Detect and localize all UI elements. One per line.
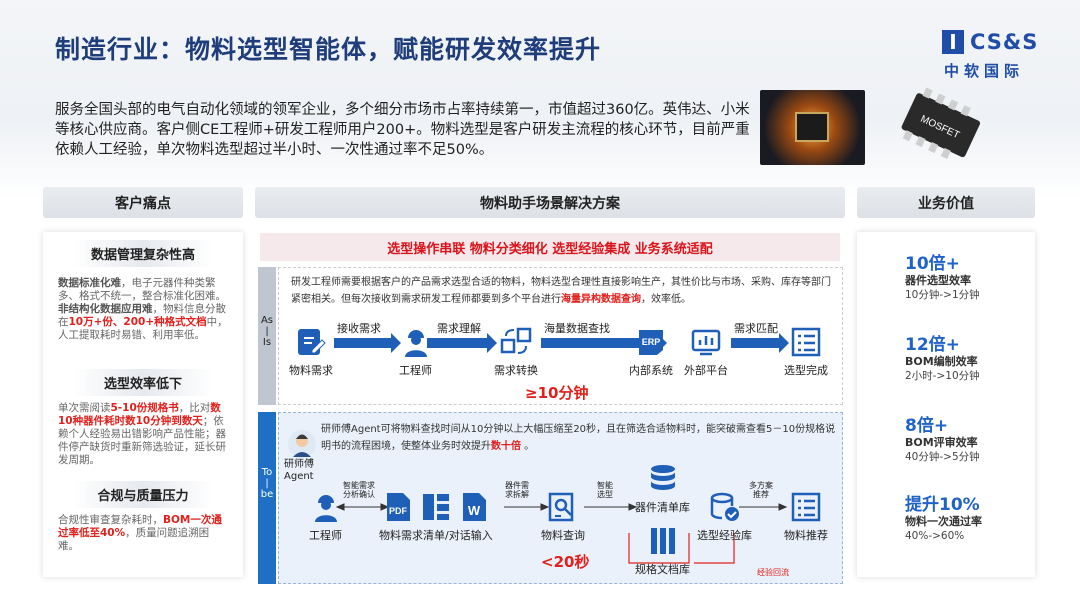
svg-text:PDF: PDF [389,506,408,516]
checklist-icon [791,327,821,357]
asis-node-convert: 需求转换 [494,326,538,378]
tobe-arrow-2: 器件需 求拆解 [505,481,529,499]
intro-text: 服务全国头部的电气自动化领域的领军企业，多个细分市场市占率持续第一，市值超过36… [55,102,750,158]
company-logo: I CS&S 中软国际 [942,30,1046,80]
asis-node-engineer: 工程师 [399,326,432,378]
asis-arrow-3: 海量数据查找 [544,322,610,335]
pain-header: 客户痛点 [43,187,243,218]
asis-time: ≥10分钟 [525,384,589,402]
svg-text:W: W [468,503,481,518]
engineer-icon [314,495,337,522]
chip-image [760,90,865,165]
tobe-arrow-1: 智能需求 分析确认 [343,481,375,499]
asis-arrow-4: 需求匹配 [734,322,778,335]
form-icon [422,494,449,520]
logo-en: CS&S [970,30,1039,54]
solution-banner: 选型操作串联 物料分类细化 选型经验集成 业务系统适配 [260,233,840,261]
library-icon [650,528,675,554]
convert-icon [500,327,532,354]
logo-cn: 中软国际 [944,62,1025,80]
asis-arrow-2: 需求理解 [437,322,481,335]
solution-panel: 选型操作串联 物料分类细化 选型经验集成 业务系统适配 As | Is To |… [255,230,845,585]
solution-header: 物料助手场景解决方案 [255,187,845,218]
agent-label: 研师傅 Agent [284,459,314,482]
tobe-node-recommend: 物料推荐 [784,491,828,543]
engineer-icon [404,330,427,357]
feedback-label: 经验回流 [757,568,789,577]
tobe-node-input: PDF W 物料需求清单/对话输入 [379,491,493,543]
logo-mark: I [942,30,964,54]
asis-section: 研发工程师需要根据客户的产品需求选型合适的物料，物料选型合理性直接影响生产，其性… [278,267,843,405]
database-check-icon [710,492,739,521]
value-item-3: 8倍+ BOM评审效率 40分钟->5分钟 [905,416,980,463]
asis-node-internal: ERP 内部系统 [629,326,673,378]
value-panel: 10倍+ 器件选型效率 10分钟->1分钟 12倍+ BOM编制效率 2小时->… [857,232,1035,577]
mosfet-image: MOSFET [901,87,981,160]
tobe-time: <20秒 [541,553,590,571]
pain-title-3: 合规与质量压力 [73,481,213,508]
database-icon [650,465,675,490]
tobe-node-component-db: 器件清单库 [635,463,690,515]
pain-text-2: 单次需阅读5-10份规格书，比对数10种器件耗时数10分钟到数天；依赖个人经验易… [58,402,226,466]
word-icon: W [462,493,486,521]
page-title: 制造行业：物料选型智能体，赋能研发效率提升 [55,35,602,64]
pain-text-3: 合规性审查复杂耗时，BOM一次通过率低至40%，质量问题追溯困难。 [58,514,222,552]
tobe-tag: To | be [258,412,276,584]
tobe-node-engineer: 工程师 [309,491,342,543]
dashboard-icon [691,329,721,356]
tobe-description: 研师傅Agent可将物料查找时间从10分钟以上大幅压缩至20秒，且在筛选合适物料… [321,424,836,452]
asis-node-external: 外部平台 [684,326,728,378]
agent-avatar-icon [288,430,316,458]
value-item-4: 提升10% 物料一次通过率 40%->60% [905,495,982,542]
tobe-node-experience-db: 选型经验库 [697,491,752,543]
edit-document-icon [298,329,326,355]
value-item-2: 12倍+ BOM编制效率 2小时->10分钟 [905,335,980,382]
pain-title-1: 数据管理复杂性高 [73,240,213,267]
svg-text:ERP: ERP [642,337,661,347]
pain-text-1: 数据标准化难，电子元器件种类繁多、格式不统一，整合标准化困难。非结构化数据应用难… [58,277,228,341]
pain-title-2: 选型效率低下 [73,369,213,396]
tobe-node-query: 物料查询 [541,491,585,543]
tobe-arrow-4: 多方案 推荐 [749,481,773,499]
tobe-section: 研师傅Agent可将物料查找时间从10分钟以上大幅压缩至20秒，且在筛选合适物料… [278,412,843,584]
tobe-arrows [335,503,788,564]
pdf-icon: PDF [386,493,410,521]
search-document-icon [548,492,574,522]
value-item-1: 10倍+ 器件选型效率 10分钟->1分钟 [905,254,980,301]
header-background [0,0,1080,200]
asis-node-demand: 物料需求 [289,326,333,378]
erp-icon: ERP [639,330,663,355]
value-header: 业务价值 [857,187,1035,218]
asis-tag: As | Is [258,267,276,405]
checklist-icon [791,492,821,522]
tobe-node-spec-db: 规格文档库 [635,525,690,577]
asis-description: 研发工程师需要根据客户的产品需求选型合适的物料，物料选型合理性直接影响生产，其性… [291,277,831,305]
pain-panel: 数据管理复杂性高 数据标准化难，电子元器件种类繁多、格式不统一，整合标准化困难。… [43,232,243,577]
asis-arrow-1: 接收需求 [337,322,381,335]
tobe-arrow-3: 智能 选型 [597,481,613,499]
asis-arrows [334,333,789,353]
asis-node-done: 选型完成 [784,326,828,378]
